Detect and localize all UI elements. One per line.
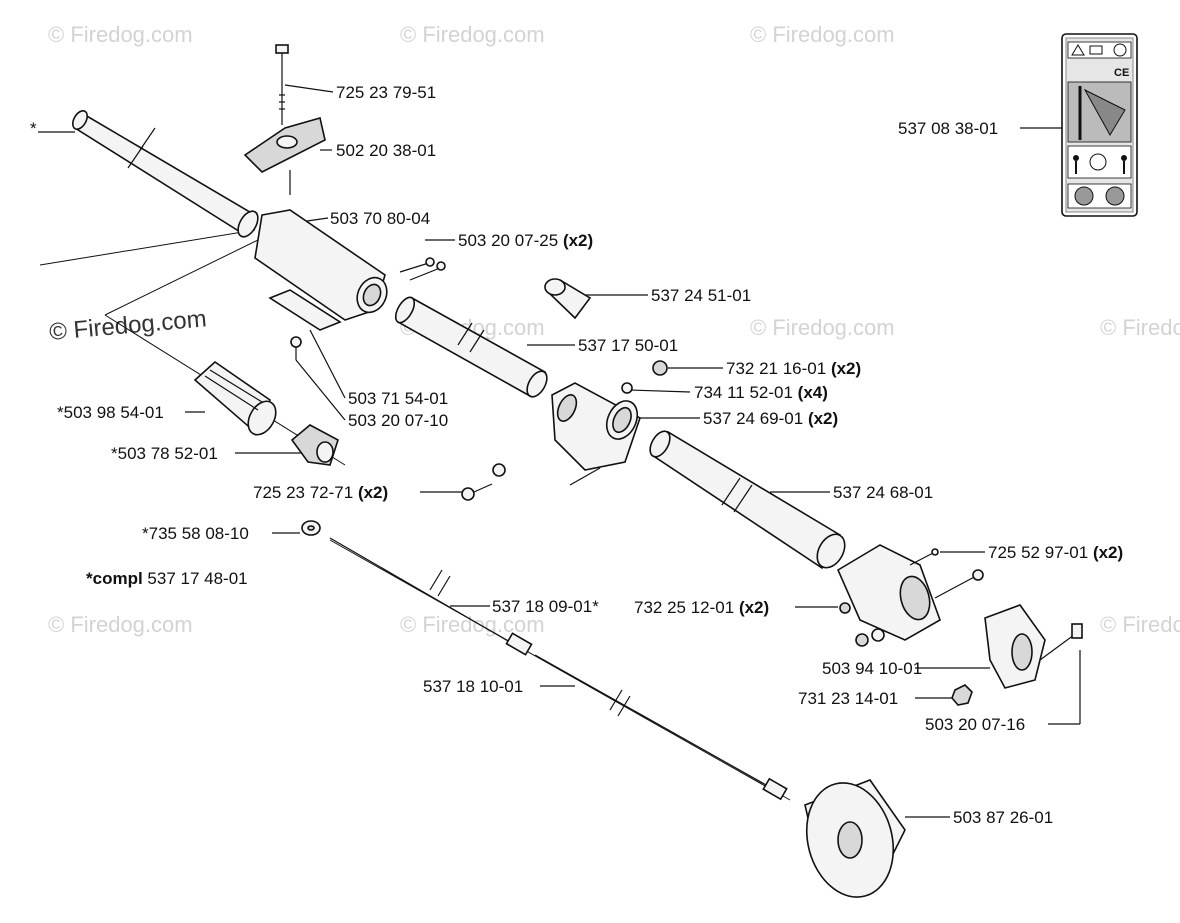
label-503-20-07-25: 503 20 07-25 (x2) [458,231,593,250]
lower-tube [649,430,846,570]
watermark: © Firedog.com [750,22,895,47]
label-725-23-72-71: 725 23 72-71 (x2) [253,483,388,502]
tube-coupling [551,382,641,471]
labels: * 725 23 79-51 502 20 38-01 503 70 80-04… [30,83,1123,827]
hex-nut-small [951,684,973,706]
nut [839,602,851,614]
washer [621,382,633,394]
bushing [544,278,592,320]
collet [193,360,277,436]
mounting-bracket [984,604,1046,689]
parts [71,44,1083,898]
warning-triangle-icon [1071,44,1085,56]
label-asterisk: * [30,119,37,138]
label-731-23-14-01: 731 23 14-01 [798,689,898,708]
label-537-24-69-01: 537 24 69-01 (x2) [703,409,838,428]
helmet-icon [1113,43,1127,57]
warning-decal: CE [1061,33,1138,217]
watermark: © Firedog.com [1100,315,1180,340]
upper-shaft-tube [71,110,259,238]
screws-x2 [399,257,446,281]
gloves-icon [1074,186,1094,206]
label-503-70-80-04: 503 70 80-04 [330,209,430,228]
label-503-20-07-10: 503 20 07-10 [348,411,448,430]
nut [855,633,869,647]
label-503-98-54-01: *503 98 54-01 [57,403,164,422]
label-735-58-08-10: *735 58 08-10 [142,524,249,543]
label-503-87-26-01: 503 87 26-01 [953,808,1053,827]
drum-cup [804,779,906,898]
handle-clamp [254,209,388,331]
watermark: © Firedog.com [400,22,545,47]
label-537-18-10-01: 537 18 10-01 [423,677,523,696]
label-537-17-48-01: *compl 537 17 48-01 [86,569,248,588]
nut [652,360,668,376]
label-537-08-38-01: 537 08 38-01 [898,119,998,138]
label-502-20-38-01: 502 20 38-01 [336,141,436,160]
lower-drive-shaft [534,654,788,801]
label-503-20-07-16: 503 20 07-16 [925,715,1025,734]
label-537-24-68-01: 537 24 68-01 [833,483,933,502]
mid-tube [394,296,548,398]
watermark: © Firedog.com [750,315,895,340]
watermark: © Firedog.com [1100,612,1180,637]
bolt-right [1039,623,1083,661]
bolts-x2 [909,548,984,599]
hex-nut [290,424,339,466]
watermarks: © Firedog.com © Firedog.com © Firedog.co… [48,22,1180,637]
washer [871,628,885,642]
wing-knob [243,116,326,173]
label-734-11-52-01: 734 11 52-01 (x4) [694,383,828,402]
screw-small [290,336,302,360]
label-503-78-52-01: *503 78 52-01 [111,444,218,463]
ce-mark: CE [1114,67,1129,79]
label-503-71-54-01: 503 71 54-01 [348,389,448,408]
label-537-17-50-01: 537 17 50-01 [578,336,678,355]
gear-head-housing [836,544,941,641]
watermark-main: © Firedog.com [48,305,207,346]
watermark: © Firedog.com [400,612,545,637]
label-503-94-10-01: 503 94 10-01 [822,659,922,678]
boots-icon [1105,186,1125,206]
watermark: © Firedog.com [48,612,193,637]
label-732-25-12-01: 732 25 12-01 (x2) [634,598,769,617]
screw-with-washer [461,463,601,501]
manual-book-icon [1089,45,1103,55]
label-537-24-51-01: 537 24 51-01 [651,286,751,305]
watermark: © Firedog.com [48,22,193,47]
label-732-21-16-01: 732 21 16-01 (x2) [726,359,861,378]
drive-shaft [329,537,533,656]
bolt-long [275,44,289,125]
label-725-52-97-01: 725 52 97-01 (x2) [988,543,1123,562]
washer-small [301,520,321,536]
distance-pictogram [1067,145,1132,179]
label-725-23-79-51: 725 23 79-51 [336,83,436,102]
label-537-18-09-01: 537 18 09-01* [492,597,599,616]
